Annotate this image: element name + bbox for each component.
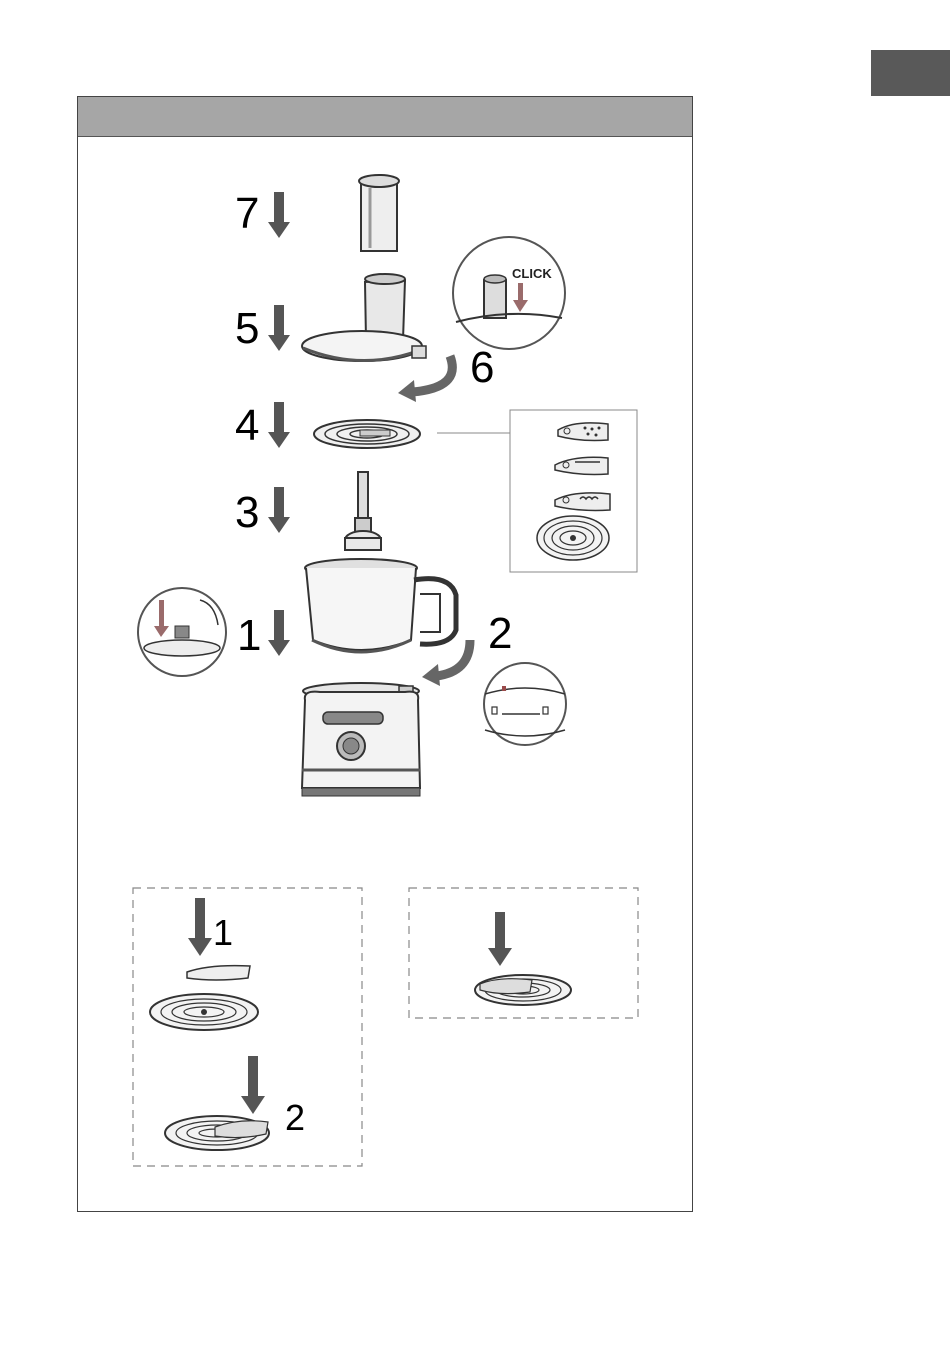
insert-step-1-number: 1 (213, 912, 233, 953)
insert-step-2-number: 2 (285, 1097, 305, 1138)
step-5-number: 5 (235, 304, 259, 353)
motor-base-icon (302, 683, 420, 796)
lock-inset (484, 663, 566, 745)
disc-place-box (409, 888, 638, 1018)
step-2-number: 2 (488, 609, 512, 658)
disc-holder-icon-2 (150, 994, 258, 1030)
disc-holder-icon (537, 516, 609, 560)
step-1: 1 (237, 610, 290, 660)
blade-insert-box: 1 2 (133, 888, 362, 1166)
step-4-arrow-icon (268, 402, 290, 448)
insert-arrow-icon (188, 938, 212, 956)
step-1-inset (138, 588, 226, 676)
blade-insert-icon (187, 966, 250, 980)
click-inset: CLICK (453, 237, 565, 349)
step-7-number: 7 (235, 189, 259, 238)
step-4-number: 4 (235, 401, 259, 450)
step-3-arrow-icon (268, 487, 290, 533)
step-3-number: 3 (235, 488, 259, 537)
lid-icon (302, 274, 426, 361)
click-label: CLICK (512, 266, 552, 281)
step-1-number: 1 (237, 611, 261, 660)
placed-disc-icon (475, 975, 571, 1005)
rotate-bowl-arrow-icon (422, 664, 440, 686)
step-7: 7 (235, 175, 399, 251)
rotate-arrow-icon (398, 380, 416, 402)
step-5: 5 (235, 274, 426, 361)
step-5-arrow-icon (268, 305, 290, 351)
disc-icon (314, 420, 420, 448)
step-7-arrow-icon (268, 192, 290, 238)
place-arrow-icon (488, 948, 512, 966)
drive-shaft-icon (345, 472, 381, 550)
insert-arrow-icon-2 (241, 1096, 265, 1114)
assembled-disc-icon (165, 1116, 269, 1150)
step-4: 4 (235, 401, 510, 450)
blade-options-inset (510, 410, 637, 572)
step-1-arrow-icon (268, 610, 290, 656)
step-6-number: 6 (470, 343, 494, 392)
step-3: 3 (235, 472, 381, 550)
bowl-icon (305, 559, 456, 652)
pusher-icon (359, 175, 399, 251)
